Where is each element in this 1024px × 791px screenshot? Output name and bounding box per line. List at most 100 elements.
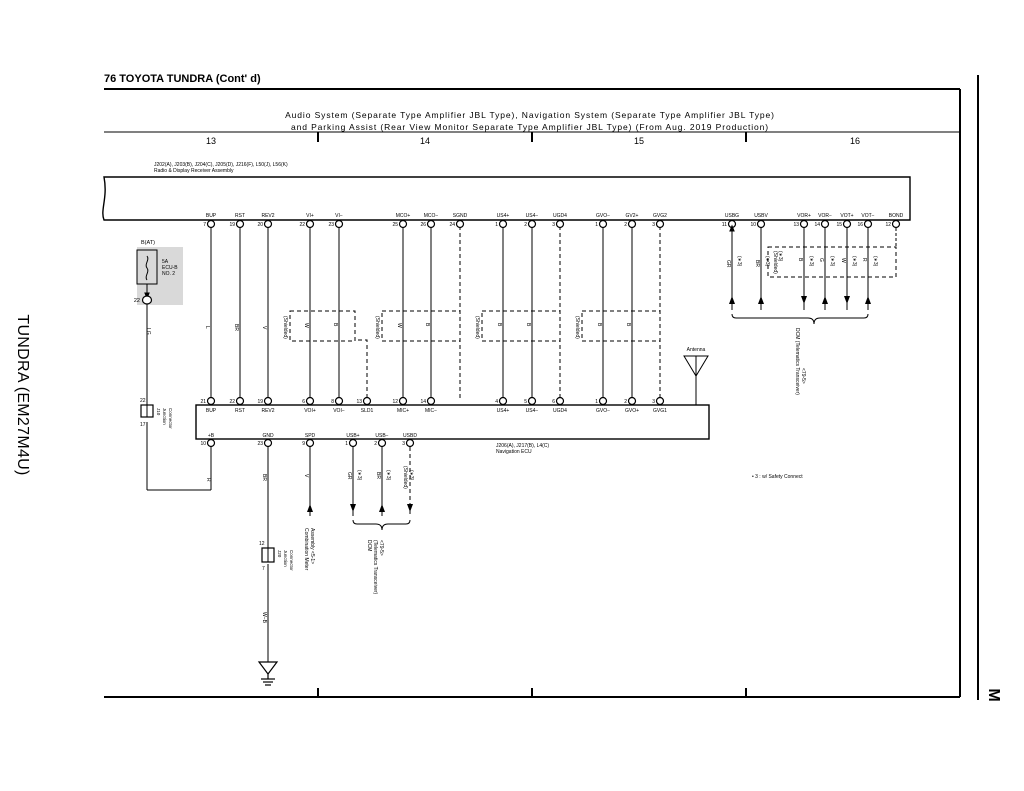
dcm-right-page: <79-5> bbox=[800, 368, 806, 384]
pin-num-bup: 7 bbox=[203, 222, 206, 228]
pin-name-vi: VI+ bbox=[306, 213, 314, 219]
shield-boxes bbox=[289, 246, 897, 342]
nav-pin-name-rst: RST bbox=[235, 408, 245, 414]
j10-bottom-pin: 17 bbox=[140, 422, 146, 428]
wire-mark-usbm: (∗3) bbox=[385, 470, 391, 481]
nav-pin-num-rst: 22 bbox=[229, 399, 235, 405]
nav-pin-name-rev2: REV2 bbox=[261, 408, 274, 414]
nav-pin-num-voim: 8 bbox=[331, 399, 334, 405]
pin-num-usbv: 10 bbox=[750, 222, 756, 228]
nav-pin-name-bup: BUP bbox=[206, 408, 217, 414]
shield-drain-wires bbox=[355, 226, 661, 398]
shielded-label-4: (Shielded) bbox=[574, 316, 580, 339]
pin-name-ugd4: UGD4 bbox=[553, 213, 567, 219]
nav-pin-name-usbp: USB+ bbox=[346, 433, 359, 439]
wire-color-vim: B bbox=[332, 323, 338, 327]
nav-pin-num-mic: 12 bbox=[392, 399, 398, 405]
pin-name-vorm: VOR− bbox=[818, 213, 832, 219]
navigation-ecu-box: J206(A), J217(B), L4(C) Navigation ECU bbox=[195, 404, 710, 455]
pin-name-us4m: US4− bbox=[526, 213, 539, 219]
grid-number-16: 16 bbox=[850, 136, 860, 146]
wire-mark-usbd: (∗3) bbox=[408, 470, 414, 481]
nav-pin-num-gvg1: 3 bbox=[652, 399, 655, 405]
wire-color-us4: B bbox=[496, 323, 502, 327]
pin-name-gv2: GV2+ bbox=[626, 213, 639, 219]
nav-pin-name-gvg1: GVG1 bbox=[653, 408, 667, 414]
pin-name-bond: BOND bbox=[889, 213, 904, 219]
wire-mark-usbv: (∗3) bbox=[764, 256, 770, 267]
wire-mark-vot: (∗3) bbox=[851, 256, 857, 267]
fuse-rating: 5A bbox=[162, 259, 169, 265]
simple-wires bbox=[210, 226, 633, 398]
pin-num-rst: 19 bbox=[229, 222, 235, 228]
nav-pin-name-voim: VOI− bbox=[333, 408, 345, 414]
j20-junction-label: Junction bbox=[283, 550, 288, 567]
fuse-block: B(AT) 5A ECU-B NO. 2 22 bbox=[134, 240, 183, 305]
pin-num-gvg2: 3 bbox=[652, 222, 655, 228]
pin-num-votm: 16 bbox=[857, 222, 863, 228]
dcm-right-label: DCM (Telematics Transceiver) bbox=[794, 328, 800, 395]
pin-num-gv2: 2 bbox=[624, 222, 627, 228]
diagram-title-line-1: Audio System (Separate Type Amplifier JB… bbox=[285, 110, 775, 120]
pin-name-mco: MCO+ bbox=[396, 213, 411, 219]
nav-pin-num-usbm: 2 bbox=[374, 441, 377, 447]
meter-label: Combination Meter bbox=[303, 528, 309, 571]
nav-pin-name-gnd: GND bbox=[262, 433, 274, 439]
pin-num-usbg: 11 bbox=[722, 222, 727, 228]
grid-number-14: 14 bbox=[420, 136, 430, 146]
nav-pin-num-gnd: 23 bbox=[257, 441, 263, 447]
pin-num-vim: 23 bbox=[328, 222, 334, 228]
pin-num-vi: 22 bbox=[299, 222, 305, 228]
pin-num-bond: 12 bbox=[885, 222, 891, 228]
pin-name-votm: VOT− bbox=[861, 213, 874, 219]
pin-num-vor: 13 bbox=[793, 222, 799, 228]
wire-color-gv2: B bbox=[625, 323, 631, 327]
j20-junction-connector: 12 7 J20 Junction Connector bbox=[259, 541, 294, 572]
pin-name-vor: VOR+ bbox=[797, 213, 811, 219]
safety-connect-note: • 3 : w/ Safety Connect bbox=[752, 474, 803, 480]
wire-mark-votm: (∗3) bbox=[872, 256, 878, 267]
wire-color-votm: R bbox=[861, 258, 867, 262]
nav-pin-name-micm: MIC− bbox=[425, 408, 437, 414]
wire-color-rst: BR bbox=[233, 324, 239, 331]
nav-top-pin-circles bbox=[206, 396, 665, 406]
ig-wire bbox=[146, 304, 212, 491]
wire-color-gnd: BR bbox=[261, 474, 267, 481]
radio-pins: BUP RST REV2 VI+ VI− MCO+ MCO− SGND US4+… bbox=[206, 213, 904, 219]
wire-color-us4m: B bbox=[525, 323, 531, 327]
j20-connector-label: Connector bbox=[289, 550, 294, 571]
j10-top-pin: 22 bbox=[140, 398, 146, 404]
nav-pin-name-usbm: USB− bbox=[375, 433, 388, 439]
nav-pin-name-spd: SPD bbox=[305, 433, 316, 439]
pin-name-mcom: MCO− bbox=[424, 213, 439, 219]
pin-name-vot: VOT+ bbox=[840, 213, 853, 219]
nav-pin-name-us4m: US4− bbox=[526, 408, 539, 414]
dcm-bottom-sub: (Telematics Transceiver) bbox=[372, 540, 378, 595]
nav-pin-name-us4: US4+ bbox=[497, 408, 510, 414]
grid-number-15: 15 bbox=[634, 136, 644, 146]
nav-name: Navigation ECU bbox=[496, 449, 532, 455]
j10-label: J10 bbox=[156, 408, 161, 416]
pin-num-vot: 15 bbox=[836, 222, 842, 228]
pin-num-gvo: 1 bbox=[595, 222, 598, 228]
shielded-label-1: (Shielded) bbox=[282, 316, 288, 339]
wire-color-usbm: BR bbox=[375, 472, 381, 479]
shielded-label-6: (Shielded) bbox=[402, 466, 408, 489]
dcm-bottom-label: DCM bbox=[366, 540, 372, 551]
nav-pin-num-micm: 14 bbox=[420, 399, 426, 405]
j10-junction-label: Junction bbox=[162, 408, 167, 425]
dcm-right-wires bbox=[729, 224, 869, 325]
j20-top-pin: 12 bbox=[259, 541, 265, 547]
wire-color-usbg: GR bbox=[725, 260, 731, 268]
pin-num-us4: 1 bbox=[495, 222, 498, 228]
nav-pin-num-usbp: 1 bbox=[345, 441, 348, 447]
grid-number-13: 13 bbox=[206, 136, 216, 146]
dcm-bottom-page: <79-5> bbox=[378, 540, 384, 556]
wire-color-spd: V bbox=[303, 474, 309, 478]
page-header: 76 TOYOTA TUNDRA (Cont' d) bbox=[104, 73, 261, 85]
wire-mark-usbp: (∗3) bbox=[356, 470, 362, 481]
nav-connectors: J206(A), J217(B), L4(C) bbox=[496, 443, 549, 449]
dcm-right-arrows bbox=[729, 296, 871, 304]
nav-pin-num-voi: 6 bbox=[302, 399, 305, 405]
